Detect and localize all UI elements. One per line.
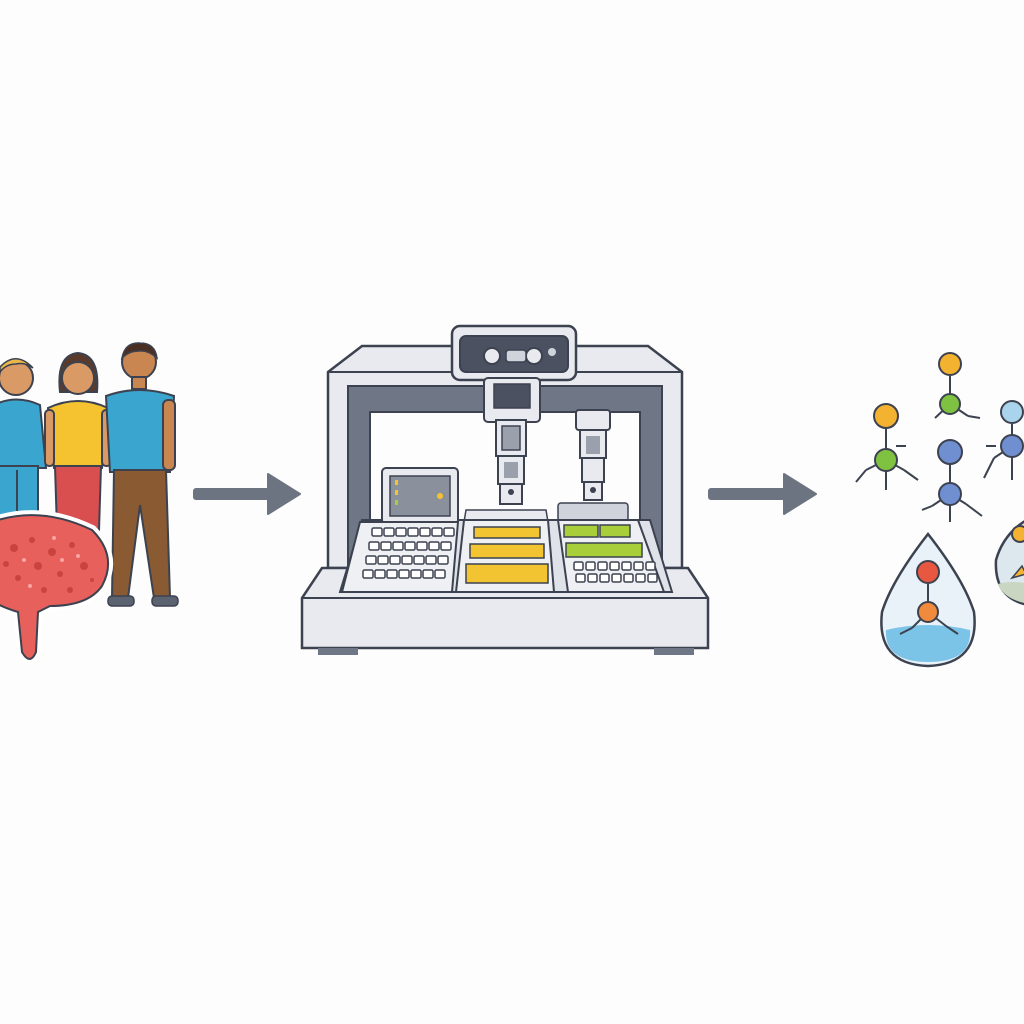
keypad-key xyxy=(407,527,419,537)
keypad-key xyxy=(404,541,416,551)
keypad-key xyxy=(419,527,431,537)
keypad-key xyxy=(377,555,389,565)
keypad-key xyxy=(374,569,386,579)
molecule-icon xyxy=(921,439,983,522)
keypad-key xyxy=(413,555,425,565)
keypad-key xyxy=(647,573,658,583)
people-and-tissue-icon xyxy=(0,342,179,664)
keypad-key xyxy=(380,541,392,551)
person-icon xyxy=(44,351,112,531)
molecule-icon xyxy=(934,352,981,419)
sample-plates-center xyxy=(454,509,556,593)
keypad-key xyxy=(431,527,443,537)
keypad-key xyxy=(440,541,452,551)
keypad-key xyxy=(434,569,446,579)
keypad-key xyxy=(635,573,646,583)
keypad-key xyxy=(389,555,401,565)
keypad-key xyxy=(573,561,584,571)
keypad-key xyxy=(395,527,407,537)
keypad-key xyxy=(609,561,620,571)
keypad-key xyxy=(368,541,380,551)
person-icon xyxy=(0,358,48,519)
well-plate-right xyxy=(556,502,666,593)
molecule-icon xyxy=(983,400,1024,480)
keypad-key xyxy=(645,561,656,571)
droplet-molecule-icon xyxy=(880,531,976,668)
camera-head xyxy=(450,324,578,423)
keypad-key xyxy=(416,541,428,551)
keypad-key xyxy=(398,569,410,579)
keypad-key xyxy=(437,555,449,565)
right-arrow-icon xyxy=(708,473,817,515)
keypad-key xyxy=(422,569,434,579)
tissue-sample-icon xyxy=(0,510,113,664)
pipette-arm xyxy=(495,419,527,505)
molecule-icon xyxy=(855,403,919,490)
keypad-key xyxy=(371,527,383,537)
keypad-key xyxy=(621,561,632,571)
control-screen xyxy=(381,467,459,525)
keypad-key xyxy=(401,555,413,565)
person-icon xyxy=(104,342,179,607)
well-plate-left xyxy=(340,521,460,593)
keypad-key xyxy=(575,573,586,583)
droplet-molecule-icon xyxy=(994,520,1024,606)
keypad-key xyxy=(365,555,377,565)
keypad-key xyxy=(623,573,634,583)
keypad-key xyxy=(611,573,622,583)
keypad-key xyxy=(425,555,437,565)
lab-automation-robot-icon xyxy=(300,324,710,655)
keypad-key xyxy=(410,569,422,579)
keypad-key xyxy=(633,561,644,571)
keypad-key xyxy=(597,561,608,571)
keypad-key xyxy=(585,561,596,571)
keypad-key xyxy=(362,569,374,579)
molecular-analysis-icon xyxy=(855,352,1024,668)
keypad-key xyxy=(383,527,395,537)
keypad-key xyxy=(587,573,598,583)
right-arrow-icon xyxy=(193,473,301,515)
keypad-key xyxy=(392,541,404,551)
keypad-key xyxy=(443,527,455,537)
keypad-key xyxy=(599,573,610,583)
keypad-key xyxy=(386,569,398,579)
keypad-key xyxy=(428,541,440,551)
pipette-arm xyxy=(575,409,611,501)
